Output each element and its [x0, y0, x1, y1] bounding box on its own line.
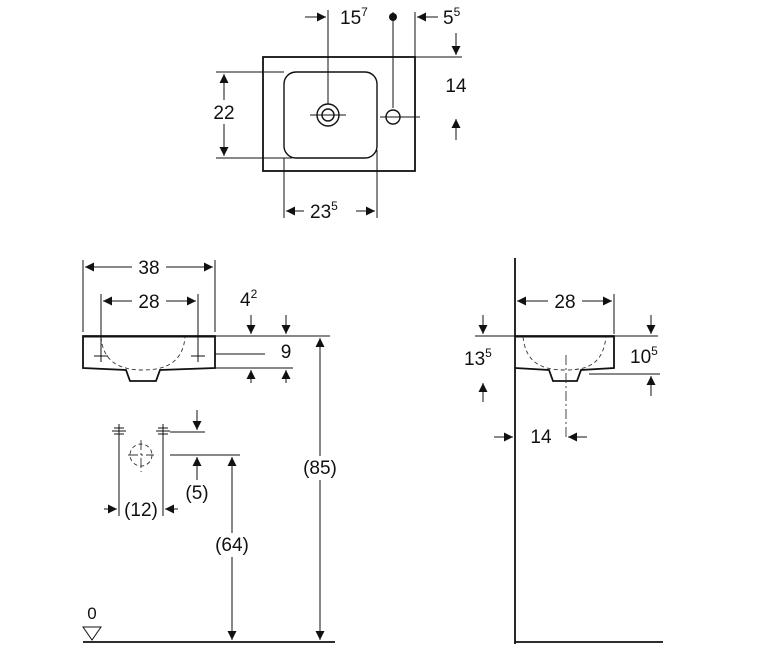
- bowl-profile-side: [522, 336, 607, 371]
- floor-level-label: 0: [87, 604, 96, 623]
- side-view: 28 135 105 14: [464, 258, 663, 644]
- front-view: 38 28 42 9 (85): [82, 254, 342, 643]
- dim-fixing-spacing: (12): [124, 500, 158, 521]
- dim-height-left: 135: [464, 346, 492, 370]
- waste-pattern: [112, 424, 170, 472]
- dim-rim-thickness: 42: [240, 287, 258, 311]
- floor-level-symbol: [82, 626, 102, 641]
- basin-outline-top: [262, 56, 416, 172]
- dim-tap-hole-offset: 55: [443, 5, 461, 29]
- basin-outline-side: [514, 335, 615, 382]
- dim-overall-width: 38: [138, 258, 159, 279]
- dim-wall-to-drain: 14: [530, 427, 552, 448]
- dim-drain-offset: 157: [340, 5, 368, 29]
- dim-depth-to-tap: 14: [445, 76, 467, 97]
- dim-bowl-width-side: 28: [554, 292, 575, 313]
- dim-bowl-width-front: 28: [138, 292, 159, 313]
- basin-outline-front: [82, 335, 216, 382]
- drain-symbol: [310, 103, 346, 127]
- dim-height: 22: [213, 103, 234, 124]
- dim-bowl-depth: 9: [281, 342, 292, 363]
- dim-total-height: (85): [303, 458, 337, 479]
- dim-waste-offset: (5): [185, 483, 208, 504]
- top-view: 157 55 14 22 235: [210, 5, 467, 223]
- tap-hole-symbol: [380, 109, 420, 125]
- fixing-marks-front: [94, 349, 205, 362]
- bowl-profile-front: [100, 336, 186, 371]
- dim-waste-height: (64): [215, 535, 249, 556]
- bowl-outline-top: [283, 71, 378, 159]
- dim-height-right: 105: [630, 344, 658, 368]
- dim-bowl-width-top: 235: [310, 199, 338, 223]
